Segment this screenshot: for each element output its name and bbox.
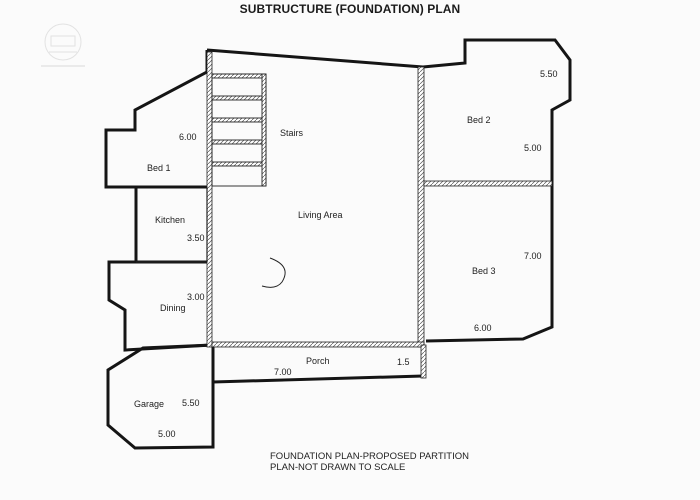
room-label-bed-1: Bed 1 xyxy=(147,163,171,173)
room-label-kitchen: Kitchen xyxy=(155,215,186,225)
dimension-bed2-side: 5.00 xyxy=(524,143,542,153)
dimension-bed3-side: 7.00 xyxy=(524,251,542,261)
plan-note: FOUNDATION PLAN-PROPOSED PARTITION PLAN-… xyxy=(270,451,469,473)
stairs-block xyxy=(211,73,267,187)
room-label-garage: Garage xyxy=(134,399,165,409)
dimension-bed1-width: 6.00 xyxy=(179,132,197,142)
plan-note-line-2: PLAN-NOT DRAWN TO SCALE xyxy=(270,462,406,473)
watermark-logo xyxy=(41,23,85,67)
room-label-bed-2: Bed 2 xyxy=(467,115,491,125)
exterior-walls xyxy=(104,38,572,450)
room-label-dining: Dining xyxy=(160,303,186,313)
plan-note-line-1: FOUNDATION PLAN-PROPOSED PARTITION xyxy=(270,451,469,462)
dimension-bed2-top: 5.50 xyxy=(540,69,558,79)
door-swing-arc xyxy=(261,257,286,288)
dimension-dining-depth: 3.00 xyxy=(187,292,205,302)
dimension-garage-side: 5.50 xyxy=(182,398,200,408)
partition-walls xyxy=(206,51,553,379)
dimension-garage-bottom: 5.00 xyxy=(158,429,176,439)
interior-lines xyxy=(136,187,208,263)
plan-title: SUBTRUCTURE (FOUNDATION) PLAN xyxy=(239,2,461,16)
room-label-porch: Porch xyxy=(306,356,330,366)
room-label-stairs: Stairs xyxy=(280,128,304,138)
dimension-bed3-bottom: 6.00 xyxy=(474,323,492,333)
dimension-porch-depth: 1.5 xyxy=(397,357,410,367)
dimension-kitchen-depth: 3.50 xyxy=(187,233,205,243)
room-label-bed-3: Bed 3 xyxy=(472,266,496,276)
dimension-porch-width: 7.00 xyxy=(274,367,292,377)
room-label-living-area: Living Area xyxy=(298,210,343,220)
